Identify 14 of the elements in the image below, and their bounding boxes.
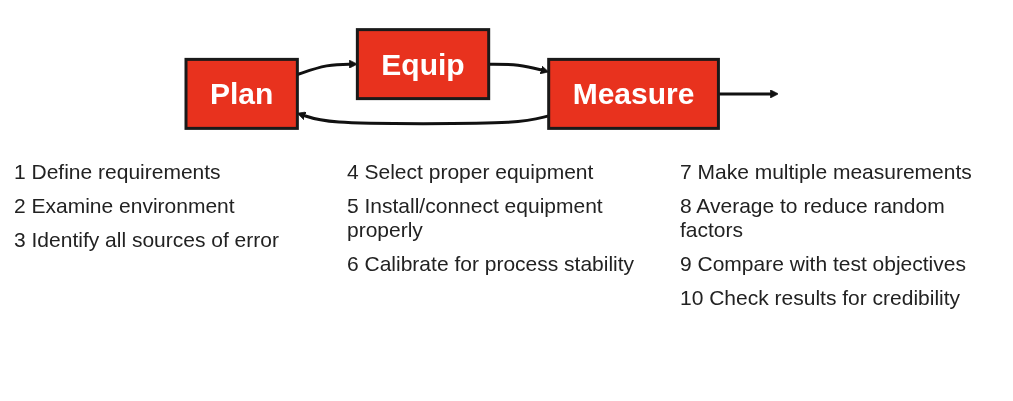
list-item: 6 Calibrate for process stability [347, 252, 636, 276]
list-item: 1 Define requirements [14, 160, 222, 184]
list-item: 10 Check results for credibility [680, 286, 962, 310]
list-item: 9 Compare with test objectives [680, 252, 967, 276]
list-item: 5 Install/connect equipment properly [347, 194, 604, 242]
arrow [718, 89, 780, 99]
list-item: 4 Select proper equipment [347, 160, 595, 184]
node-box: Equip [356, 28, 491, 101]
list-item: 7 Make multiple measurements [680, 160, 973, 184]
node-box: Measure [547, 57, 721, 130]
list-item: 2 Examine environment [14, 194, 236, 218]
node-box: Plan [184, 57, 300, 130]
list-item: 8 Average to reduce random factors [680, 194, 946, 242]
list-item: 3 Identify all sources of error [14, 228, 280, 252]
